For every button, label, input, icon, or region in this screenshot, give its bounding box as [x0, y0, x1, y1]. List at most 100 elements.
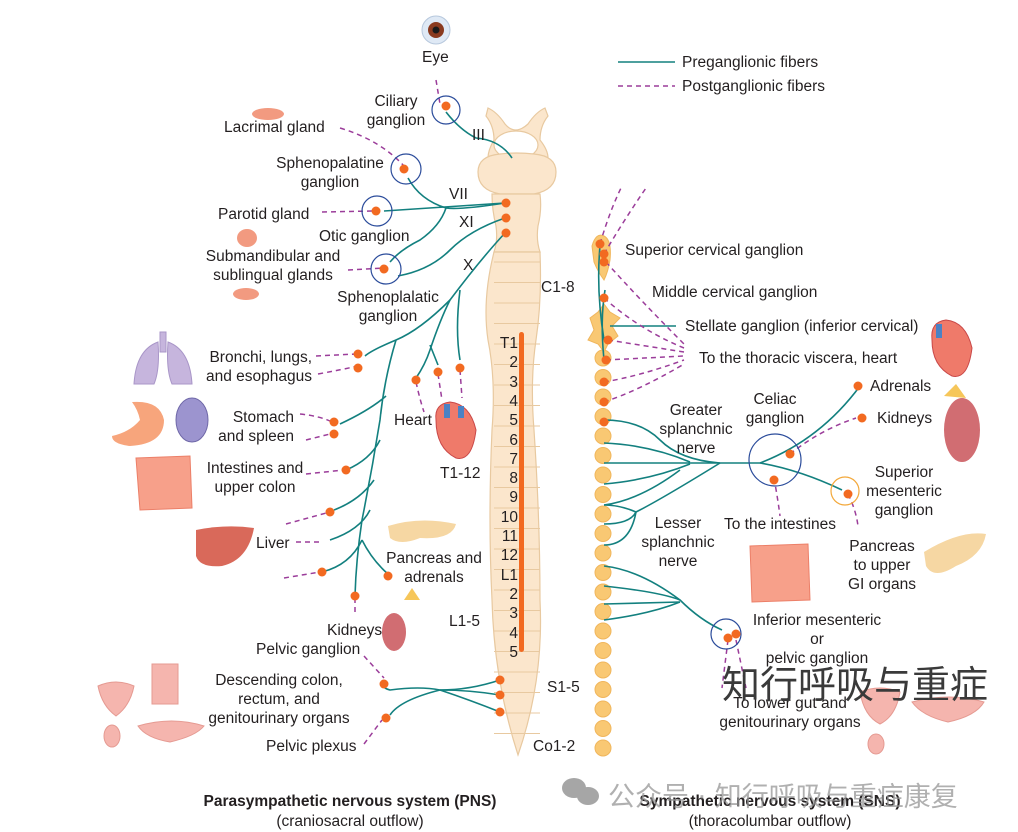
pelvic-organs-right-icon: [859, 687, 985, 755]
neuron-dot: [353, 363, 363, 373]
chain-ganglion-bead: [594, 525, 612, 542]
legend-postganglionic-label: Postganglionic fibers: [682, 78, 826, 95]
neuron-dot: [379, 679, 389, 689]
sns-preganglionic-fibers: [597, 245, 861, 631]
neuron-dots: [317, 101, 867, 723]
neuron-dot: [723, 633, 733, 643]
adrenals-label: Adrenals: [870, 378, 932, 395]
pancreas-upper-gi-label: Pancreas to upper GI organs: [847, 538, 917, 593]
intestines-icon-right: [749, 543, 811, 603]
neuron-dot: [843, 489, 853, 499]
neuron-dot: [381, 713, 391, 723]
segment-label: 4: [509, 392, 518, 410]
heart-label: Heart: [394, 412, 432, 429]
segment-label: 4: [509, 624, 518, 642]
bronchi-label: Bronchi, lungs, and esophagus: [205, 349, 312, 385]
lungs-icon: [133, 331, 193, 385]
superior-mesenteric-ganglion-circle: [830, 476, 860, 506]
chain-ganglion-bead: [594, 603, 612, 620]
neuron-dot: [329, 429, 339, 439]
c1-8-label: C1-8: [541, 279, 575, 296]
segment-label: 7: [509, 450, 518, 468]
sns-title: Sympathetic nervous system (SNS): [639, 793, 901, 810]
pancreas-icon-right: [924, 533, 986, 573]
greater-splanchnic-label: Greater splanchnic nerve: [659, 402, 733, 457]
segment-label: 2: [509, 354, 518, 372]
neuron-dot: [383, 571, 393, 581]
neuron-dot: [501, 228, 511, 238]
pns-subtitle: (craniosacral outflow): [276, 813, 424, 830]
heart-icon: [435, 401, 477, 459]
segment-label: 3: [509, 605, 518, 623]
superior-cervical-ganglion-label: Superior cervical ganglion: [625, 242, 804, 259]
neuron-dot: [599, 257, 609, 267]
neuron-dot: [599, 249, 609, 259]
inferior-mesenteric-label: Inferior mesenteric or pelvic ganglion: [752, 612, 882, 667]
neuron-dot: [495, 675, 505, 685]
t1-12-label: T1-12: [440, 465, 481, 482]
nerve-III-label: III: [472, 127, 485, 144]
ciliary-ganglion-label: Ciliary ganglion: [366, 93, 426, 129]
segment-label: 8: [509, 470, 518, 488]
chain-ganglion-bead: [594, 622, 612, 640]
eye-label: Eye: [422, 49, 449, 66]
adrenal-icon: [404, 588, 420, 600]
pancreas-adrenals-label: Pancreas and adrenals: [386, 550, 482, 586]
kidney-icon: [382, 613, 406, 651]
stomach-icon: [112, 401, 164, 446]
segment-label: L1: [500, 566, 518, 584]
neuron-dot: [853, 381, 863, 391]
lateral-horn-column: [519, 332, 524, 652]
neuron-dot: [501, 213, 511, 223]
nerve-X-label: X: [463, 257, 474, 274]
segment-label: 6: [509, 431, 518, 449]
segment-label: T1: [499, 335, 518, 352]
intestines-icon: [135, 455, 193, 511]
l1-5-label: L1-5: [449, 613, 481, 630]
neuron-dot: [599, 397, 609, 407]
segment-label: 5: [509, 643, 518, 661]
chain-ganglion-bead: [594, 739, 612, 757]
parotid-gland-label: Parotid gland: [218, 206, 310, 223]
intestines-label: Intestines and upper colon: [206, 460, 304, 496]
pancreas-icon: [388, 520, 456, 542]
chain-ganglion-bead: [594, 564, 612, 581]
neuron-dot: [329, 417, 339, 427]
segment-label: 11: [501, 528, 518, 545]
sympathetic-chain: [594, 349, 612, 757]
kidneys-right-label: Kidneys: [877, 410, 933, 427]
adrenal-icon-right: [944, 384, 966, 398]
watermark-main: 知行呼吸与重症: [722, 663, 989, 707]
stomach-spleen-label: Stomach and spleen: [218, 409, 294, 445]
chain-ganglion-bead: [594, 681, 612, 698]
neuron-dot: [441, 101, 451, 111]
watermark-footer: 公众号 · 知行呼吸与重症康复: [608, 782, 958, 813]
neuron-dot: [399, 164, 409, 174]
neuron-dot: [501, 198, 511, 208]
chain-ganglion-bead: [594, 661, 612, 679]
chain-ganglion-bead: [594, 642, 612, 659]
segment-label: 9: [509, 489, 518, 507]
segment-label: 5: [509, 412, 518, 430]
lesser-splanchnic-label: Lesser splanchnic nerve: [641, 515, 715, 570]
neuron-dot: [595, 239, 605, 249]
lacrimal-gland-label: Lacrimal gland: [224, 119, 325, 136]
neuron-dot: [433, 367, 443, 377]
neuron-dot: [411, 375, 421, 385]
chain-ganglion-bead: [594, 700, 612, 718]
neuron-dot: [455, 363, 465, 373]
descending-colon-label: Descending colon, rectum, and genitourin…: [208, 672, 350, 727]
submandibular-label: Submandibular and sublingual glands: [205, 248, 341, 284]
neuron-dot: [785, 449, 795, 459]
wechat-icon: [562, 778, 599, 805]
s1-5-label: S1-5: [547, 679, 580, 696]
stellate-ganglion-label: Stellate ganglion (inferior cervical): [685, 318, 919, 335]
chain-ganglion-bead: [594, 447, 612, 464]
ganglion-circles: [361, 95, 802, 650]
chain-ganglion-bead: [594, 505, 612, 523]
pelvic-organs-left-icon: [97, 663, 205, 748]
neuron-dot: [353, 349, 363, 359]
neuron-dot: [371, 206, 381, 216]
segment-label: 3: [509, 373, 518, 391]
